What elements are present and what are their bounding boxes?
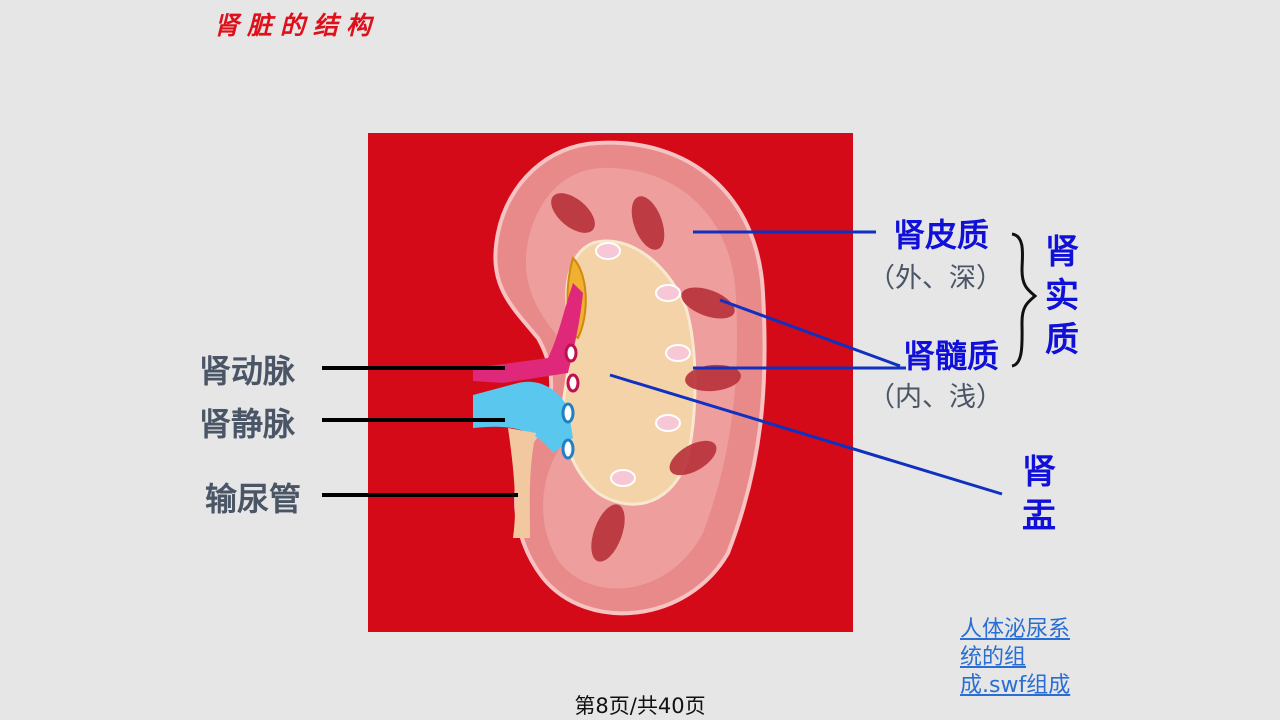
label-renal-vein: 肾静脉 <box>199 405 296 443</box>
label-medulla-note: （内、浅） <box>868 382 1003 413</box>
page-number: 第8页/共40页 <box>574 694 706 718</box>
label-renal-medulla: 肾髓质 <box>903 337 1000 375</box>
kidney-illustration <box>368 133 853 632</box>
label-renal-pelvis: 肾 盂 <box>1022 452 1056 536</box>
label-renal-parenchyma: 肾 实 质 <box>1045 232 1079 360</box>
label-renal-artery: 肾动脉 <box>199 352 296 390</box>
label-cortex-note: （外、深） <box>868 263 1003 294</box>
label-renal-cortex: 肾皮质 <box>893 216 990 254</box>
page-title: 肾脏的结构 <box>214 11 380 40</box>
swf-link[interactable]: 人体泌尿系 统的组 成.swf组成 <box>960 617 1071 698</box>
label-ureter: 输尿管 <box>205 480 302 518</box>
